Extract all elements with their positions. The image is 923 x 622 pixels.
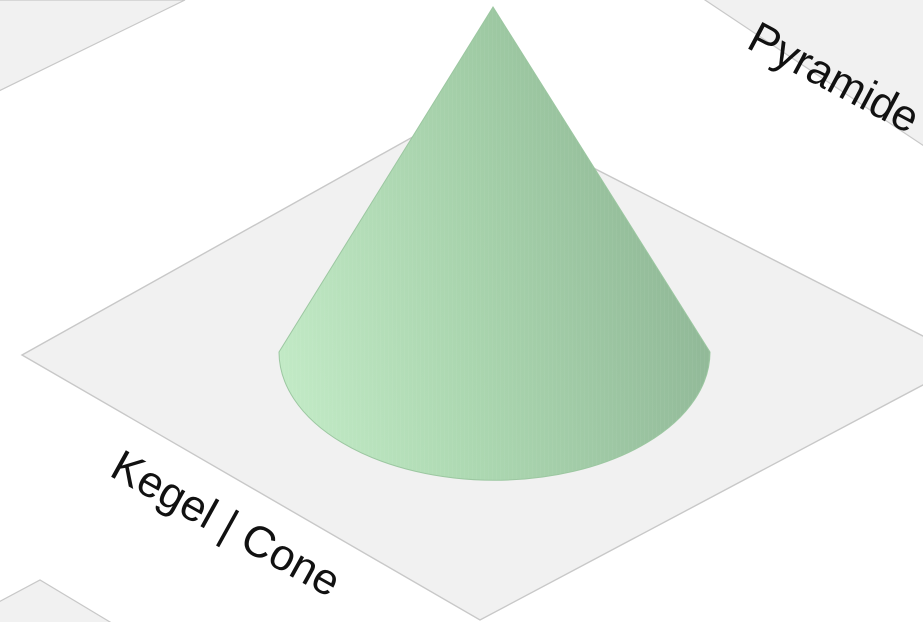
upper-right-plate bbox=[703, 0, 923, 147]
upper-left-plate bbox=[0, 0, 186, 92]
bottom-left-plate bbox=[0, 579, 112, 622]
cone-shape bbox=[278, 6, 711, 481]
